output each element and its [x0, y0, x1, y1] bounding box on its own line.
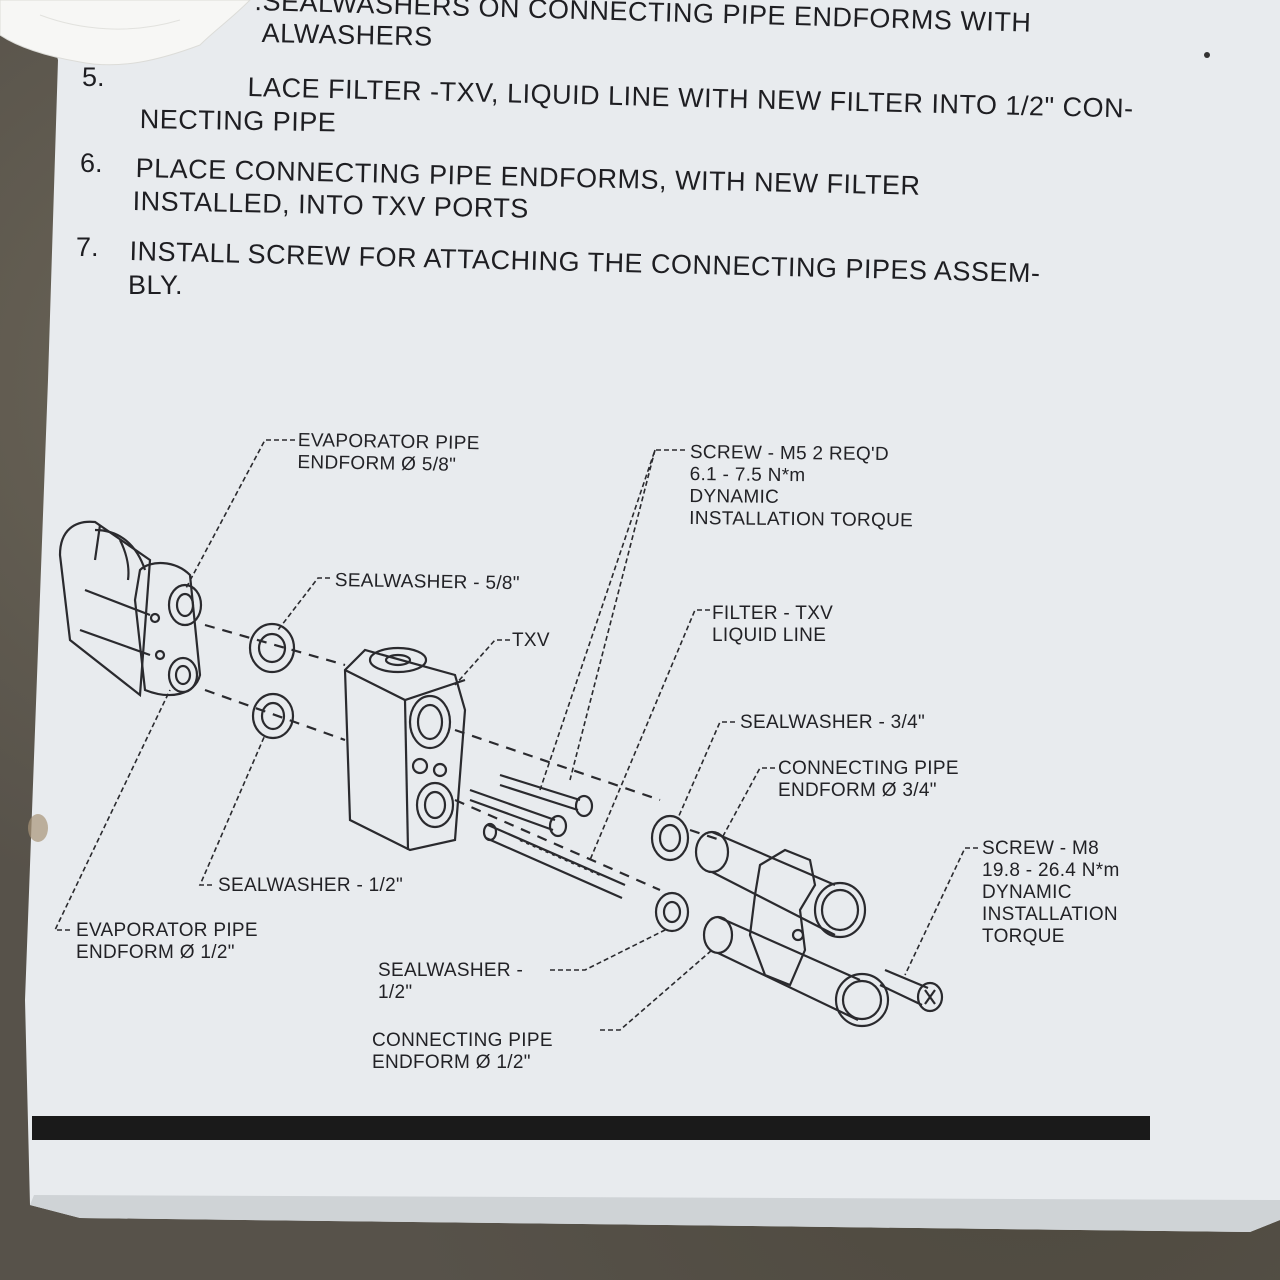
stain [28, 814, 48, 842]
paper [25, 0, 1280, 1232]
filter-txv [485, 823, 626, 900]
evap-pipe-left-inner [94, 528, 147, 571]
label-sealwasher-12-mid: SEALWASHER - 1/2" [378, 960, 524, 1003]
evap-port-58 [167, 583, 203, 627]
label-screw-m8: SCREW - M8 19.8 - 26.4 N*m DYNAMIC INSTA… [982, 838, 1120, 947]
label-sealwasher-58: SEALWASHER - 5/8" [334, 570, 520, 595]
label-evap-12: EVAPORATOR PIPE ENDFORM Ø 1/2" [76, 920, 258, 963]
leader-evap-58 [184, 439, 295, 591]
dot-mark [1204, 52, 1210, 58]
leader-sealwasher-34 [677, 721, 735, 819]
label-sealwasher-34: SEALWASHER - 3/4" [740, 712, 926, 733]
label-sealwasher-12-left: SEALWASHER - 1/2" [218, 875, 404, 896]
leader-filter [589, 609, 710, 861]
leader-txv [454, 639, 510, 686]
exploded-diagram [53, 439, 978, 1031]
screw-m5-a [499, 773, 581, 812]
tissue [0, 0, 251, 66]
sealwasher-58 [248, 622, 296, 674]
instruction-4-line-2: ALWASHERS [261, 18, 434, 52]
leader-screw-m5 [539, 449, 685, 791]
txv-port-12 [415, 781, 455, 829]
instruction-7-line-2: BLY. [128, 270, 184, 300]
pipe-bracket [748, 848, 817, 987]
evap-pipe-left [58, 520, 152, 698]
conn-pipe-34 [711, 830, 836, 936]
label-conn-12: CONNECTING PIPE ENDFORM Ø 1/2" [372, 1030, 553, 1073]
instruction-7-line-1: INSTALL SCREW FOR ATTACHING THE CONNECTI… [129, 236, 1041, 289]
leader-conn-34 [721, 767, 775, 839]
sealwasher-12-mid [654, 891, 690, 933]
screw-m5-b [469, 788, 556, 832]
label-filter-txv: FILTER - TXV LIQUID LINE [712, 603, 834, 646]
leader-sealwasher-12-left [198, 734, 266, 886]
paper-shadow [30, 1195, 1280, 1232]
leader-conn-12 [600, 949, 713, 1031]
tissue-fold [39, 14, 181, 30]
evap-block [133, 562, 202, 697]
label-evap-58: EVAPORATOR PIPE ENDFORM Ø 5/8" [297, 430, 480, 476]
evap-port-12 [167, 656, 199, 694]
label-txv: TXV [512, 630, 550, 651]
txv-port-34 [408, 694, 452, 750]
leader-screw-m8 [904, 847, 978, 976]
txv-top-port [368, 646, 428, 674]
screw-m8 [879, 968, 929, 1006]
label-screw-m5: SCREW - M5 2 REQ'D 6.1 - 7.5 N*m DYNAMIC… [689, 442, 914, 532]
conn-pipe-12 [717, 915, 861, 1021]
leader-evap-12 [53, 689, 171, 931]
instruction-5-line-1: LACE FILTER -TXV, LIQUID LINE WITH NEW F… [247, 72, 1134, 124]
instruction-6-number: 6. [80, 148, 103, 178]
label-conn-34: CONNECTING PIPE ENDFORM Ø 3/4" [778, 758, 959, 801]
instruction-5-line-2: NECTING PIPE [139, 104, 337, 138]
instruction-7-number: 7. [76, 232, 99, 262]
instruction-5-number: 5. [82, 62, 105, 92]
sealwasher-12-left [251, 692, 295, 740]
leader-sealwasher-58 [277, 577, 330, 631]
instruction-6-line-2: INSTALLED, INTO TXV PORTS [132, 186, 530, 224]
sealwasher-34 [650, 814, 690, 862]
txv-block [343, 648, 467, 852]
leader-sealwasher-12-mid [550, 929, 666, 971]
separator-bar [32, 1116, 1150, 1140]
